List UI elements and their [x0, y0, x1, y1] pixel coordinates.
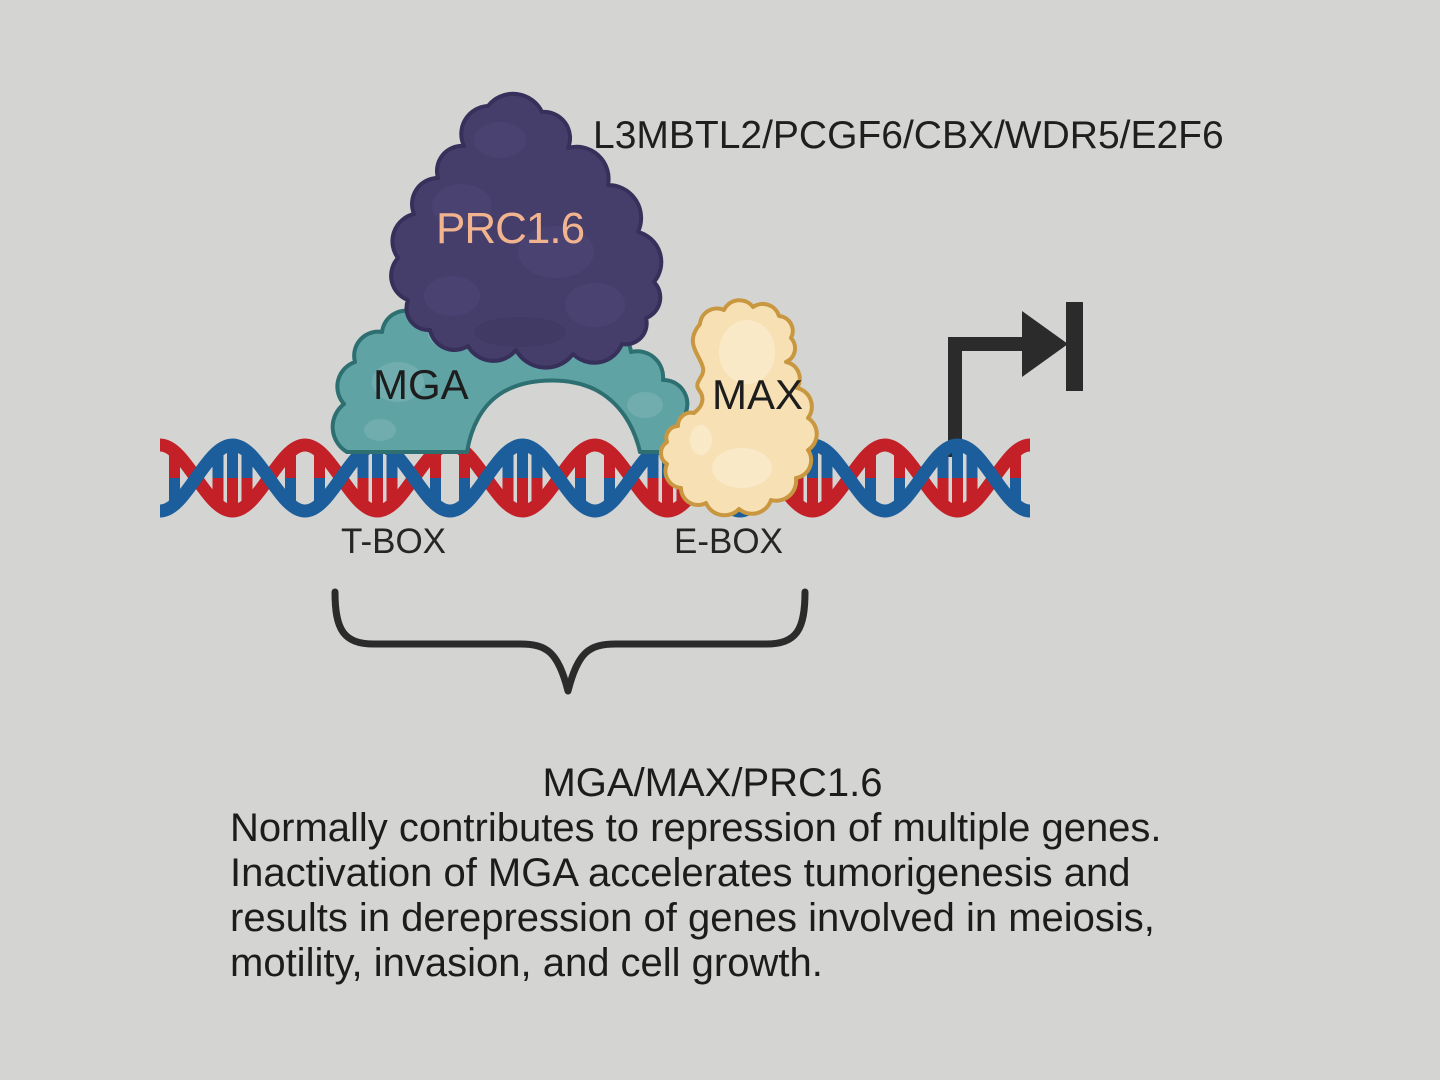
arrow-head [1022, 311, 1068, 377]
caption-text: Normally contributes to repression of mu… [230, 806, 1162, 986]
repressed-transcription-arrow-icon [948, 302, 1083, 457]
caption-title: MGA/MAX/PRC1.6 [542, 761, 883, 805]
caption-line: Normally contributes to repression of mu… [230, 806, 1162, 850]
caption-line: Inactivation of MGA accelerates tumorige… [230, 851, 1131, 895]
arrow-stem-horizontal [948, 337, 1024, 351]
brace-icon [331, 588, 809, 695]
caption-line: results in derepression of genes involve… [230, 896, 1155, 940]
complex-subunits-label: L3MBTL2/PCGF6/CBX/WDR5/E2F6 [593, 114, 1224, 157]
mga-label: MGA [373, 361, 469, 408]
tbox-site-label: T-BOX [341, 522, 447, 561]
arrow-stop-bar [1066, 302, 1083, 391]
prc16-complex-blob [389, 91, 664, 370]
prc16-label: PRC1.6 [436, 204, 585, 253]
arrow-stem-vertical [948, 337, 962, 457]
max-protein-blob [659, 298, 819, 518]
caption-line: motility, invasion, and cell growth. [230, 941, 823, 985]
max-label: MAX [712, 371, 804, 418]
ebox-site-label: E-BOX [674, 522, 783, 561]
dna-helix-icon [160, 445, 1030, 511]
